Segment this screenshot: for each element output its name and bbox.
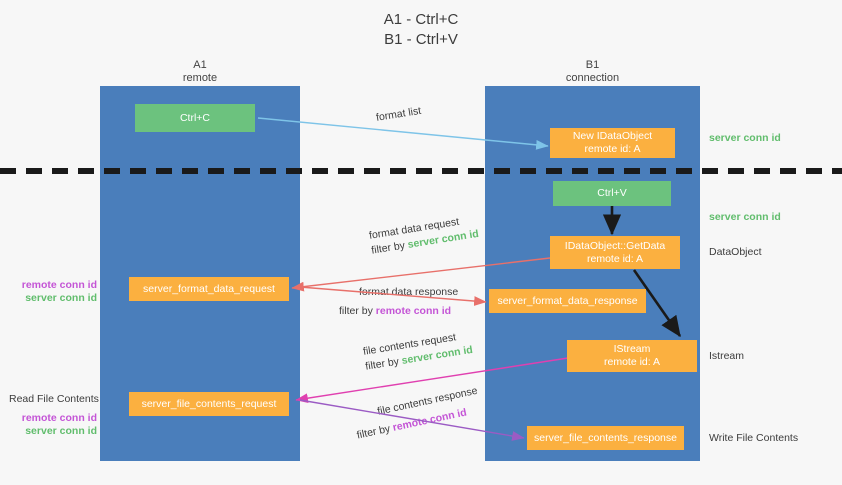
- box-ctrl-v[interactable]: Ctrl+V: [553, 181, 671, 206]
- box-ctrl-v-label: Ctrl+V: [597, 187, 627, 199]
- box-getdata-line1: IDataObject::GetData: [564, 239, 666, 252]
- label-left-read-file-contents: Read File Contents: [9, 393, 99, 405]
- box-ctrl-c-label: Ctrl+C: [179, 111, 211, 124]
- lane-a-role: remote: [182, 72, 218, 84]
- label-left-conn-ids-2: remote conn id server conn id: [9, 412, 97, 438]
- label-left-server-conn-id-2: server conn id: [25, 425, 97, 437]
- box-ctrl-c[interactable]: Ctrl+C: [135, 104, 255, 132]
- label-right-write-file-contents: Write File Contents: [709, 432, 799, 444]
- lane-a-name: A1: [193, 59, 207, 71]
- label-left-remote-conn-id-1: remote conn id: [21, 279, 97, 291]
- box-new-idataobject[interactable]: New IDataObject remote id: A: [550, 128, 675, 158]
- box-server-file-contents-response[interactable]: server_file_contents_response: [527, 426, 684, 450]
- label-left-server-conn-id-1: server conn id: [25, 292, 97, 304]
- annotation-format-list-text: format list: [375, 104, 422, 124]
- box-server-format-data-request[interactable]: server_format_data_request: [129, 277, 289, 301]
- title-line-1: A1 - Ctrl+C: [383, 11, 459, 28]
- box-idataobject-getdata[interactable]: IDataObject::GetData remote id: A: [550, 236, 680, 269]
- phase-separator-dashed-line: [0, 168, 842, 174]
- lane-b-role: connection: [565, 72, 620, 84]
- box-istream[interactable]: IStream remote id: A: [567, 340, 697, 372]
- box-server-format-data-request-label: server_format_data_request: [143, 282, 275, 295]
- label-left-remote-conn-id-2: remote conn id: [21, 412, 97, 424]
- box-istream-line1: IStream: [613, 343, 651, 355]
- box-server-file-contents-request-label: server_file_contents_request: [141, 397, 277, 410]
- label-right-istream: Istream: [709, 350, 745, 362]
- label-right-dataobject: DataObject: [709, 246, 762, 258]
- annotation-format-data-response-text: format data response: [359, 286, 459, 298]
- lane-b-name: B1: [585, 59, 600, 71]
- label-left-conn-ids-1: remote conn id server conn id: [9, 279, 97, 305]
- lane-b-header: B1 connection: [485, 59, 700, 85]
- box-getdata-line2: remote id: A: [586, 252, 644, 265]
- label-right-server-conn-id-2: server conn id: [709, 211, 781, 223]
- box-server-format-data-response-label: server_format_data_response: [497, 294, 638, 307]
- label-right-server-conn-id-1: server conn id: [709, 132, 781, 144]
- box-new-idataobject-line1: New IDataObject: [572, 130, 653, 142]
- annotation-format-data-response-filter: filter by remote conn id: [339, 304, 458, 319]
- box-istream-line2: remote id: A: [603, 356, 661, 368]
- annotation-format-data-request: format data request filter by server con…: [368, 212, 480, 259]
- box-server-format-data-response[interactable]: server_format_data_response: [489, 289, 646, 313]
- annotation-format-data-response: format data response filter by remote co…: [339, 285, 459, 319]
- filter-prefix: filter by: [355, 422, 395, 442]
- filter-value-remote-conn-id: remote conn id: [375, 305, 452, 317]
- title-line-2: B1 - Ctrl+V: [384, 31, 458, 48]
- annotation-format-list: format list: [375, 104, 422, 126]
- lane-a-header: A1 remote: [100, 59, 300, 85]
- diagram-title: A1 - Ctrl+C B1 - Ctrl+V: [0, 10, 842, 50]
- box-server-file-contents-request[interactable]: server_file_contents_request: [129, 392, 289, 416]
- annotation-file-contents-request: file contents request filter by server c…: [362, 328, 474, 375]
- box-server-file-contents-response-label: server_file_contents_response: [533, 431, 677, 444]
- box-new-idataobject-line2: remote id: A: [584, 143, 641, 155]
- filter-prefix: filter by: [339, 305, 376, 317]
- annotation-file-contents-response: file contents response filter by remote …: [356, 384, 483, 442]
